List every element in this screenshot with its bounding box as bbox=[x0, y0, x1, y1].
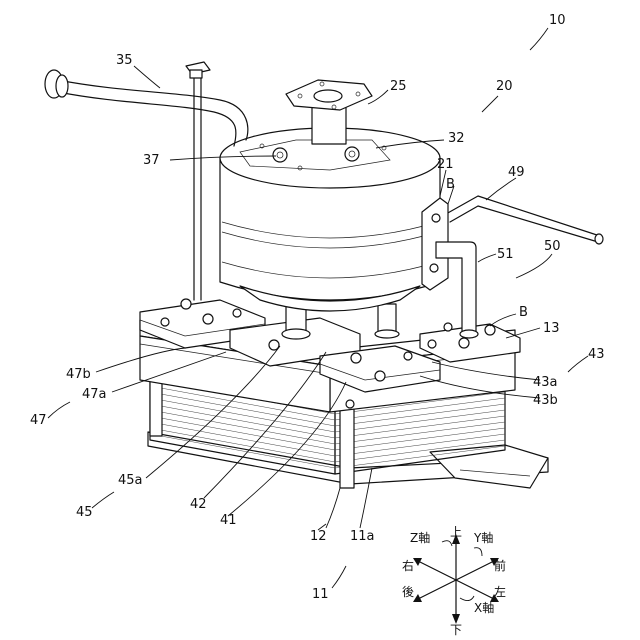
label-11a: 11a bbox=[350, 529, 375, 544]
label-back: 後 bbox=[402, 585, 414, 599]
label-45: 45 bbox=[76, 505, 93, 520]
label-42: 42 bbox=[190, 497, 207, 512]
label-b-right: B bbox=[519, 305, 528, 320]
pipe-35 bbox=[45, 70, 248, 146]
pipe-49 bbox=[446, 196, 603, 244]
label-front: 前 bbox=[494, 558, 506, 573]
label-32: 32 bbox=[448, 131, 465, 146]
label-37: 37 bbox=[143, 153, 160, 168]
pump-body bbox=[220, 80, 440, 311]
label-43b: 43b bbox=[533, 393, 558, 408]
label-z-axis: Z軸 bbox=[410, 531, 430, 545]
label-right: 右 bbox=[402, 558, 414, 573]
label-21: 21 bbox=[437, 157, 454, 172]
label-47: 47 bbox=[30, 413, 47, 428]
label-left: 左 bbox=[494, 584, 506, 599]
label-51: 51 bbox=[497, 247, 514, 262]
label-up: 上 bbox=[450, 525, 462, 539]
label-49: 49 bbox=[508, 165, 525, 180]
label-43a: 43a bbox=[533, 375, 558, 390]
label-43: 43 bbox=[588, 347, 605, 362]
label-50: 50 bbox=[544, 239, 561, 254]
label-35: 35 bbox=[116, 53, 133, 68]
label-b-top: B bbox=[446, 177, 455, 192]
label-41: 41 bbox=[220, 513, 237, 528]
label-25: 25 bbox=[390, 79, 407, 94]
label-10: 10 bbox=[549, 13, 566, 28]
label-45a: 45a bbox=[118, 473, 143, 488]
tube-51 bbox=[436, 242, 478, 338]
label-12: 12 bbox=[310, 529, 327, 544]
label-down: 下 bbox=[450, 623, 462, 637]
label-47b: 47b bbox=[66, 367, 91, 382]
label-11: 11 bbox=[312, 587, 329, 602]
label-x-axis: X軸 bbox=[474, 601, 494, 615]
label-20: 20 bbox=[496, 79, 513, 94]
label-13: 13 bbox=[543, 321, 560, 336]
label-y-axis: Y軸 bbox=[473, 531, 493, 545]
label-47a: 47a bbox=[82, 387, 107, 402]
